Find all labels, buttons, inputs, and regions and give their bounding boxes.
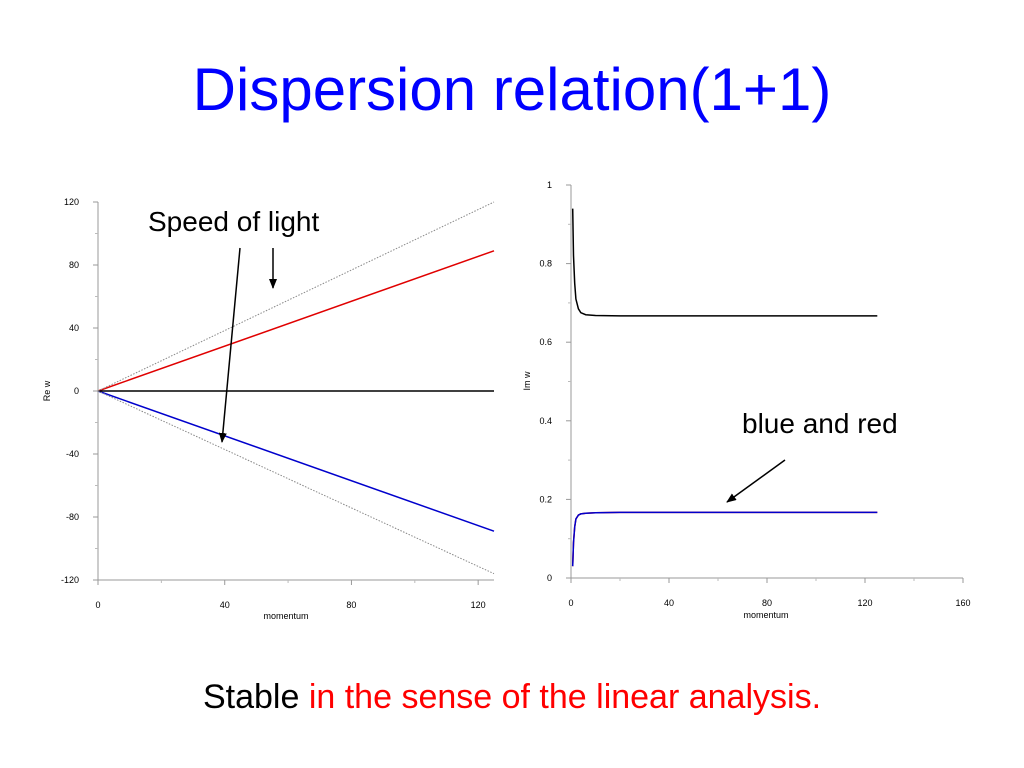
x-tick-label: 0: [95, 600, 100, 610]
x-tick-label: 120: [471, 600, 486, 610]
annotation-arrows: [218, 247, 786, 503]
blue-and-red-annotation: blue and red: [742, 408, 898, 439]
x-tick-label: 160: [955, 598, 970, 608]
y-tick-label: -40: [66, 449, 79, 459]
series-line-0: [97, 250, 495, 392]
y-tick-label: 0: [547, 573, 552, 583]
series-line-1: [571, 511, 878, 567]
series-line-2: [571, 511, 878, 567]
x-axis-label: momentum: [743, 610, 788, 620]
x-tick-label: 0: [568, 598, 573, 608]
y-tick-label: 80: [69, 260, 79, 270]
x-tick-label: 120: [857, 598, 872, 608]
caption: Stable in the sense of the linear analys…: [0, 680, 1024, 714]
y-axis-label: Im w: [522, 371, 532, 390]
x-axis-label: momentum: [263, 611, 308, 621]
speed-of-light-arrow-1: [218, 247, 241, 443]
x-tick-label: 80: [762, 598, 772, 608]
re-w-chart: -120 -80 -40 0 40 80 120 0 40 80 120 momentum Re w: [42, 197, 495, 621]
y-tick-label: -120: [61, 575, 79, 585]
caption-stable: Stable: [202, 678, 309, 716]
y-tick-label: 0.2: [539, 494, 552, 504]
series-line-1: [97, 390, 495, 532]
blue-and-red-arrow: [726, 459, 786, 503]
series-line-4: [97, 390, 495, 575]
x-tick-label: 40: [664, 598, 674, 608]
y-tick-label: 1: [547, 180, 552, 190]
y-tick-label: -80: [66, 512, 79, 522]
x-tick-label: 40: [220, 600, 230, 610]
x-tick-label: 80: [346, 600, 356, 610]
series-line-3: [97, 201, 495, 392]
y-tick-label: 0: [74, 386, 79, 396]
y-axis-label: Re w: [42, 380, 52, 401]
y-tick-label: 0.6: [539, 337, 552, 347]
speed-of-light-annotation: Speed of light: [148, 206, 320, 237]
y-tick-label: 40: [69, 323, 79, 333]
y-tick-label: 0.8: [539, 259, 552, 269]
im-w-chart: 0 0.2 0.4 0.6 0.8 1 0 40 80 120 160 momentum Im w: [522, 180, 971, 620]
caption-linear-analysis: in the sense of the linear analysis.: [308, 678, 822, 716]
slide-title: Dispersion relation(1+1): [192, 56, 832, 123]
y-tick-label: 120: [64, 197, 79, 207]
series-line-0: [571, 208, 878, 317]
y-tick-label: 0.4: [539, 416, 552, 426]
